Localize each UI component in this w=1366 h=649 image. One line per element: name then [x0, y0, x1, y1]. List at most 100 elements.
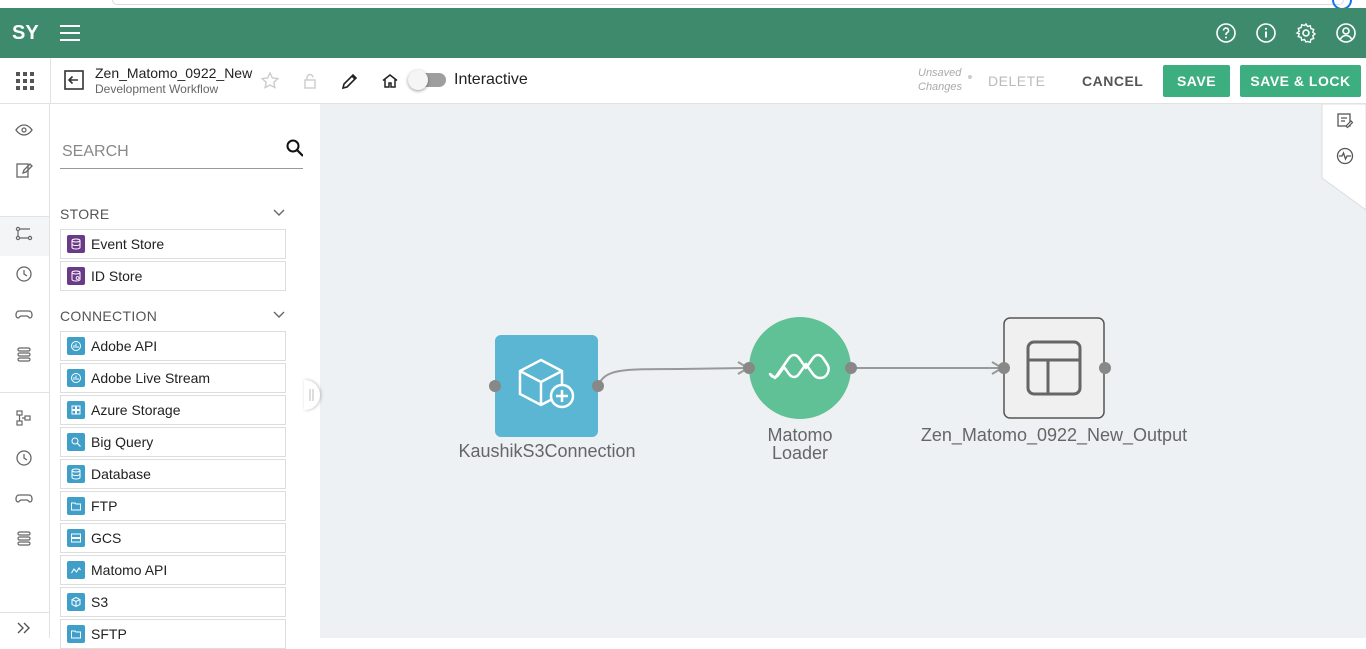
collapse-panel-handle[interactable]	[304, 380, 320, 410]
port-output[interactable]	[592, 380, 604, 392]
workflow-type: Development Workflow	[95, 82, 219, 96]
palette-item-label: Adobe API	[91, 338, 158, 354]
palette-item-label: GCS	[91, 530, 122, 546]
palette-item-s3[interactable]: S3	[60, 587, 286, 617]
workflow-canvas[interactable]: KaushikS3Connection Matomo Loader Zen_Ma…	[320, 104, 1366, 638]
nav-separator	[0, 392, 49, 393]
home-icon[interactable]	[379, 70, 401, 92]
browser-address-strip	[0, 0, 1366, 10]
search-box	[60, 134, 307, 169]
secure-folder-icon	[67, 625, 85, 643]
clock-icon[interactable]	[14, 264, 34, 284]
unsaved-dot	[968, 75, 972, 79]
save-and-lock-button[interactable]: SAVE & LOCK	[1240, 65, 1361, 97]
gamepad-icon[interactable]	[14, 304, 34, 324]
palette-item-label: S3	[91, 594, 109, 610]
port-output[interactable]	[1099, 362, 1111, 374]
palette-item-label: Database	[91, 466, 151, 482]
save-button[interactable]: SAVE	[1163, 65, 1230, 97]
search-icon[interactable]	[285, 138, 305, 158]
palette-item-label: Event Store	[91, 236, 165, 252]
settings-icon[interactable]	[1294, 21, 1318, 45]
big-query-icon	[67, 433, 85, 451]
adobe-api-icon	[67, 337, 85, 355]
chevron-down-icon[interactable]	[272, 308, 286, 322]
component-palette: STORE Event Store ID Store CONNECTION Ad…	[50, 104, 318, 649]
hierarchy-icon[interactable]	[14, 408, 34, 428]
help-icon[interactable]	[1214, 21, 1238, 45]
stack-icon[interactable]	[14, 528, 34, 548]
palette-item-sftp[interactable]: SFTP	[60, 619, 286, 649]
hamburger-menu-icon[interactable]	[60, 25, 80, 41]
left-nav-rail	[0, 104, 50, 638]
palette-item-adobe-live-stream[interactable]: Adobe Live Stream	[60, 363, 286, 393]
section-connection-title: CONNECTION	[60, 308, 158, 324]
panel-splitter	[303, 104, 320, 638]
azure-storage-icon	[67, 401, 85, 419]
eye-icon[interactable]	[14, 120, 34, 140]
expand-chevrons-icon[interactable]	[14, 618, 34, 638]
unsaved-line-2: Changes	[918, 81, 963, 93]
info-icon[interactable]	[1254, 21, 1278, 45]
palette-item-label: Azure Storage	[91, 402, 181, 418]
port-input[interactable]	[998, 362, 1010, 374]
cancel-button[interactable]: CANCEL	[1082, 73, 1144, 89]
node-kaushik-s3-connection[interactable]	[495, 335, 598, 437]
workflow-icon[interactable]	[14, 224, 34, 244]
database-icon	[67, 465, 85, 483]
palette-item-id-store[interactable]: ID Store	[60, 261, 286, 291]
palette-item-database[interactable]: Database	[60, 459, 286, 489]
palette-item-label: Adobe Live Stream	[91, 370, 211, 386]
edit-pencil-icon[interactable]	[339, 70, 361, 92]
palette-item-adobe-api[interactable]: Adobe API	[60, 331, 286, 361]
activity-icon[interactable]	[1336, 147, 1356, 167]
node-matomo-loader[interactable]	[749, 317, 851, 419]
back-arrow-icon[interactable]	[63, 69, 85, 91]
palette-item-gcs[interactable]: GCS	[60, 523, 286, 553]
apps-grid-icon[interactable]	[0, 58, 51, 103]
section-store-title: STORE	[60, 206, 110, 222]
controller-icon[interactable]	[14, 488, 34, 508]
section-connection[interactable]: CONNECTION	[60, 308, 286, 324]
port-input[interactable]	[489, 380, 501, 392]
palette-item-event-store[interactable]: Event Store	[60, 229, 286, 259]
palette-item-ftp[interactable]: FTP	[60, 491, 286, 521]
chevron-down-icon[interactable]	[272, 206, 286, 220]
port-input[interactable]	[743, 362, 755, 374]
cloud-storage-icon	[67, 529, 85, 547]
app-logo[interactable]: SY	[12, 22, 39, 44]
user-account-icon[interactable]	[1334, 21, 1358, 45]
palette-item-azure-storage[interactable]: Azure Storage	[60, 395, 286, 425]
workflow-toolbar: Zen_Matomo_0922_New Development Workflow…	[0, 58, 1366, 104]
node-output[interactable]	[1003, 317, 1105, 419]
canvas-svg	[489, 104, 1366, 437]
interactive-toggle[interactable]	[408, 70, 446, 90]
workflow-name: Zen_Matomo_0922_New	[95, 65, 253, 81]
node-label-loader: Matomo Loader	[730, 426, 870, 462]
palette-item-label: Big Query	[91, 434, 154, 450]
palette-item-matomo-api[interactable]: Matomo API	[60, 555, 286, 585]
left-nav-selected	[0, 216, 49, 256]
live-stream-icon	[67, 369, 85, 387]
unsaved-changes-indicator: Unsaved Changes	[918, 66, 962, 94]
star-icon[interactable]	[259, 70, 281, 92]
layers-icon[interactable]	[14, 344, 34, 364]
edit-document-icon[interactable]	[14, 160, 34, 180]
app-header: SY	[0, 8, 1366, 58]
lock-icon[interactable]	[299, 70, 321, 92]
palette-item-label: SFTP	[91, 626, 127, 642]
section-store[interactable]: STORE	[60, 206, 286, 222]
unsaved-line-1: Unsaved	[918, 67, 962, 79]
canvas-side-panel	[1321, 104, 1366, 211]
node-label-loader-line1: Matomo	[767, 425, 833, 445]
nav-separator	[0, 216, 49, 217]
edge-connection-to-loader[interactable]	[597, 367, 746, 387]
notes-icon[interactable]	[1336, 112, 1356, 132]
history-clock-icon[interactable]	[14, 448, 34, 468]
delete-button[interactable]: DELETE	[988, 73, 1046, 89]
address-bar-edge	[112, 0, 1344, 5]
matomo-icon	[67, 561, 85, 579]
palette-item-big-query[interactable]: Big Query	[60, 427, 286, 457]
port-output[interactable]	[845, 362, 857, 374]
search-input[interactable]	[60, 142, 274, 162]
